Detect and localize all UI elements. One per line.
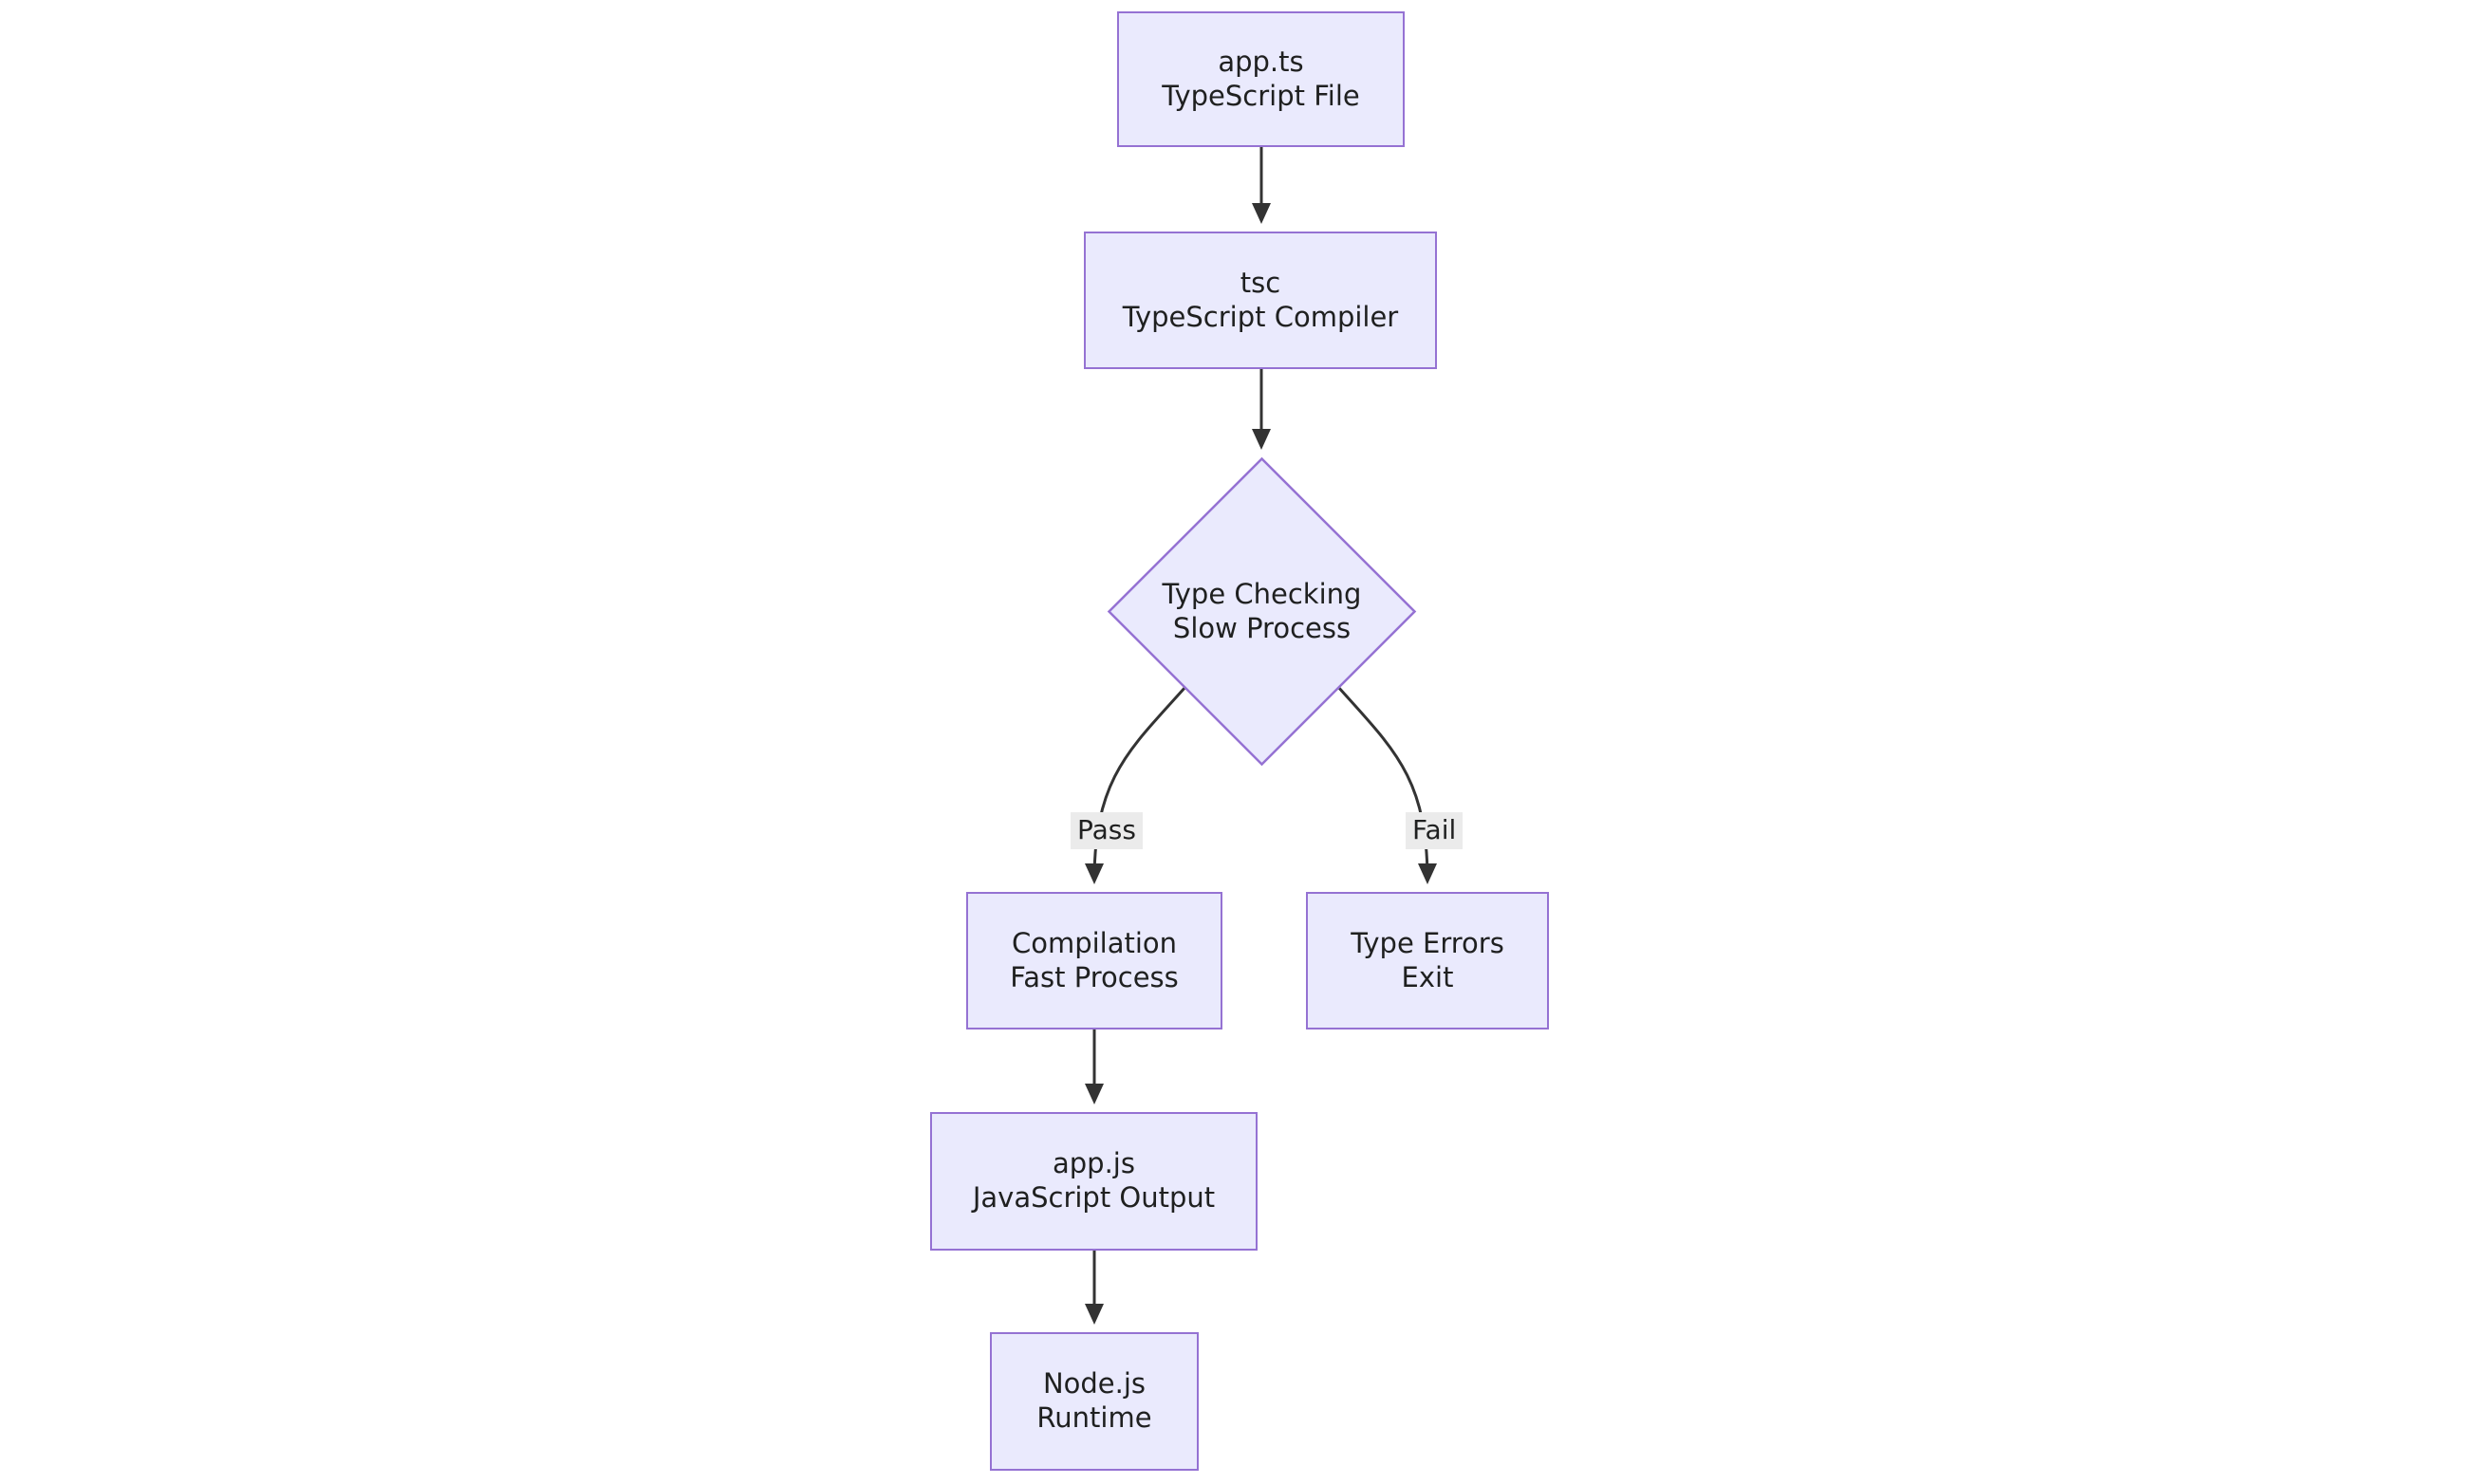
edge-label-fail: Fail — [1406, 812, 1464, 849]
node-app-ts[interactable]: app.ts TypeScript File — [1117, 11, 1405, 147]
node-app-js[interactable]: app.js JavaScript Output — [930, 1112, 1258, 1251]
node-tsc-line-1: tsc — [1240, 266, 1281, 299]
node-app-js-line-2: JavaScript Output — [972, 1181, 1216, 1214]
node-compilation[interactable]: Compilation Fast Process — [966, 892, 1222, 1030]
node-node-runtime-line-1: Node.js — [1042, 1367, 1147, 1401]
node-compilation-line-1: Compilation — [1011, 926, 1178, 959]
node-type-checking[interactable]: Type Checking Slow Process — [1107, 456, 1417, 767]
node-node-runtime[interactable]: Node.js Runtime — [990, 1332, 1199, 1471]
node-compilation-line-2: Fast Process — [1010, 960, 1179, 993]
node-type-errors-line-1: Type Errors — [1351, 926, 1504, 959]
edge-label-pass: Pass — [1071, 812, 1143, 849]
node-node-runtime-line-2: Runtime — [1036, 1401, 1152, 1434]
node-type-errors[interactable]: Type Errors Exit — [1306, 892, 1549, 1030]
diamond-shape — [1107, 456, 1417, 767]
node-type-errors-line-2: Exit — [1401, 960, 1454, 993]
node-app-ts-line-2: TypeScript File — [1162, 79, 1360, 112]
node-tsc-line-2: TypeScript Compiler — [1122, 300, 1399, 333]
node-tsc[interactable]: tsc TypeScript Compiler — [1084, 232, 1437, 369]
node-app-ts-line-1: app.ts — [1218, 45, 1304, 78]
node-app-js-line-1: app.js — [1053, 1147, 1135, 1180]
